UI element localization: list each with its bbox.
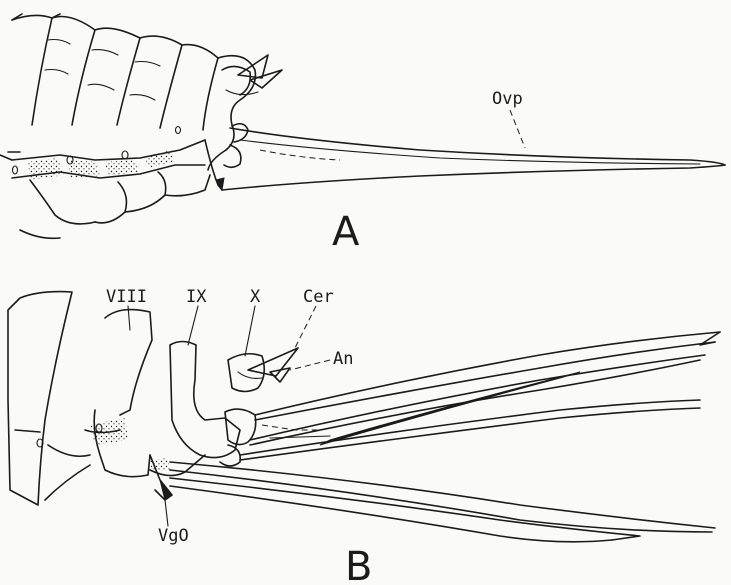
label-x: X [250, 287, 261, 307]
panel-b-segments [8, 292, 240, 505]
panel-b-lower-valves [170, 462, 715, 542]
panel-b-letter: B [345, 544, 372, 585]
panel-a-tergites [12, 14, 218, 130]
label-viii: VIII [106, 287, 147, 307]
panel-a-letter: A [332, 209, 360, 255]
panel-b: VIII IX X Cer An VgO B [8, 287, 720, 585]
panel-a-sternites [0, 127, 210, 239]
label-vgo: VgO [158, 526, 189, 546]
label-an: An [333, 349, 353, 369]
panel-a: Ovp A [0, 14, 725, 255]
label-ix: IX [186, 287, 207, 307]
panel-b-upper-valves [240, 332, 720, 460]
panel-a-terminal-segment [208, 55, 282, 170]
panel-b-segment-x [228, 348, 298, 392]
label-cer: Cer [303, 287, 334, 307]
label-ovipositor: Ovp [492, 89, 525, 148]
panel-a-ovipositor [222, 124, 725, 190]
label-ovp-text: Ovp [492, 89, 523, 109]
